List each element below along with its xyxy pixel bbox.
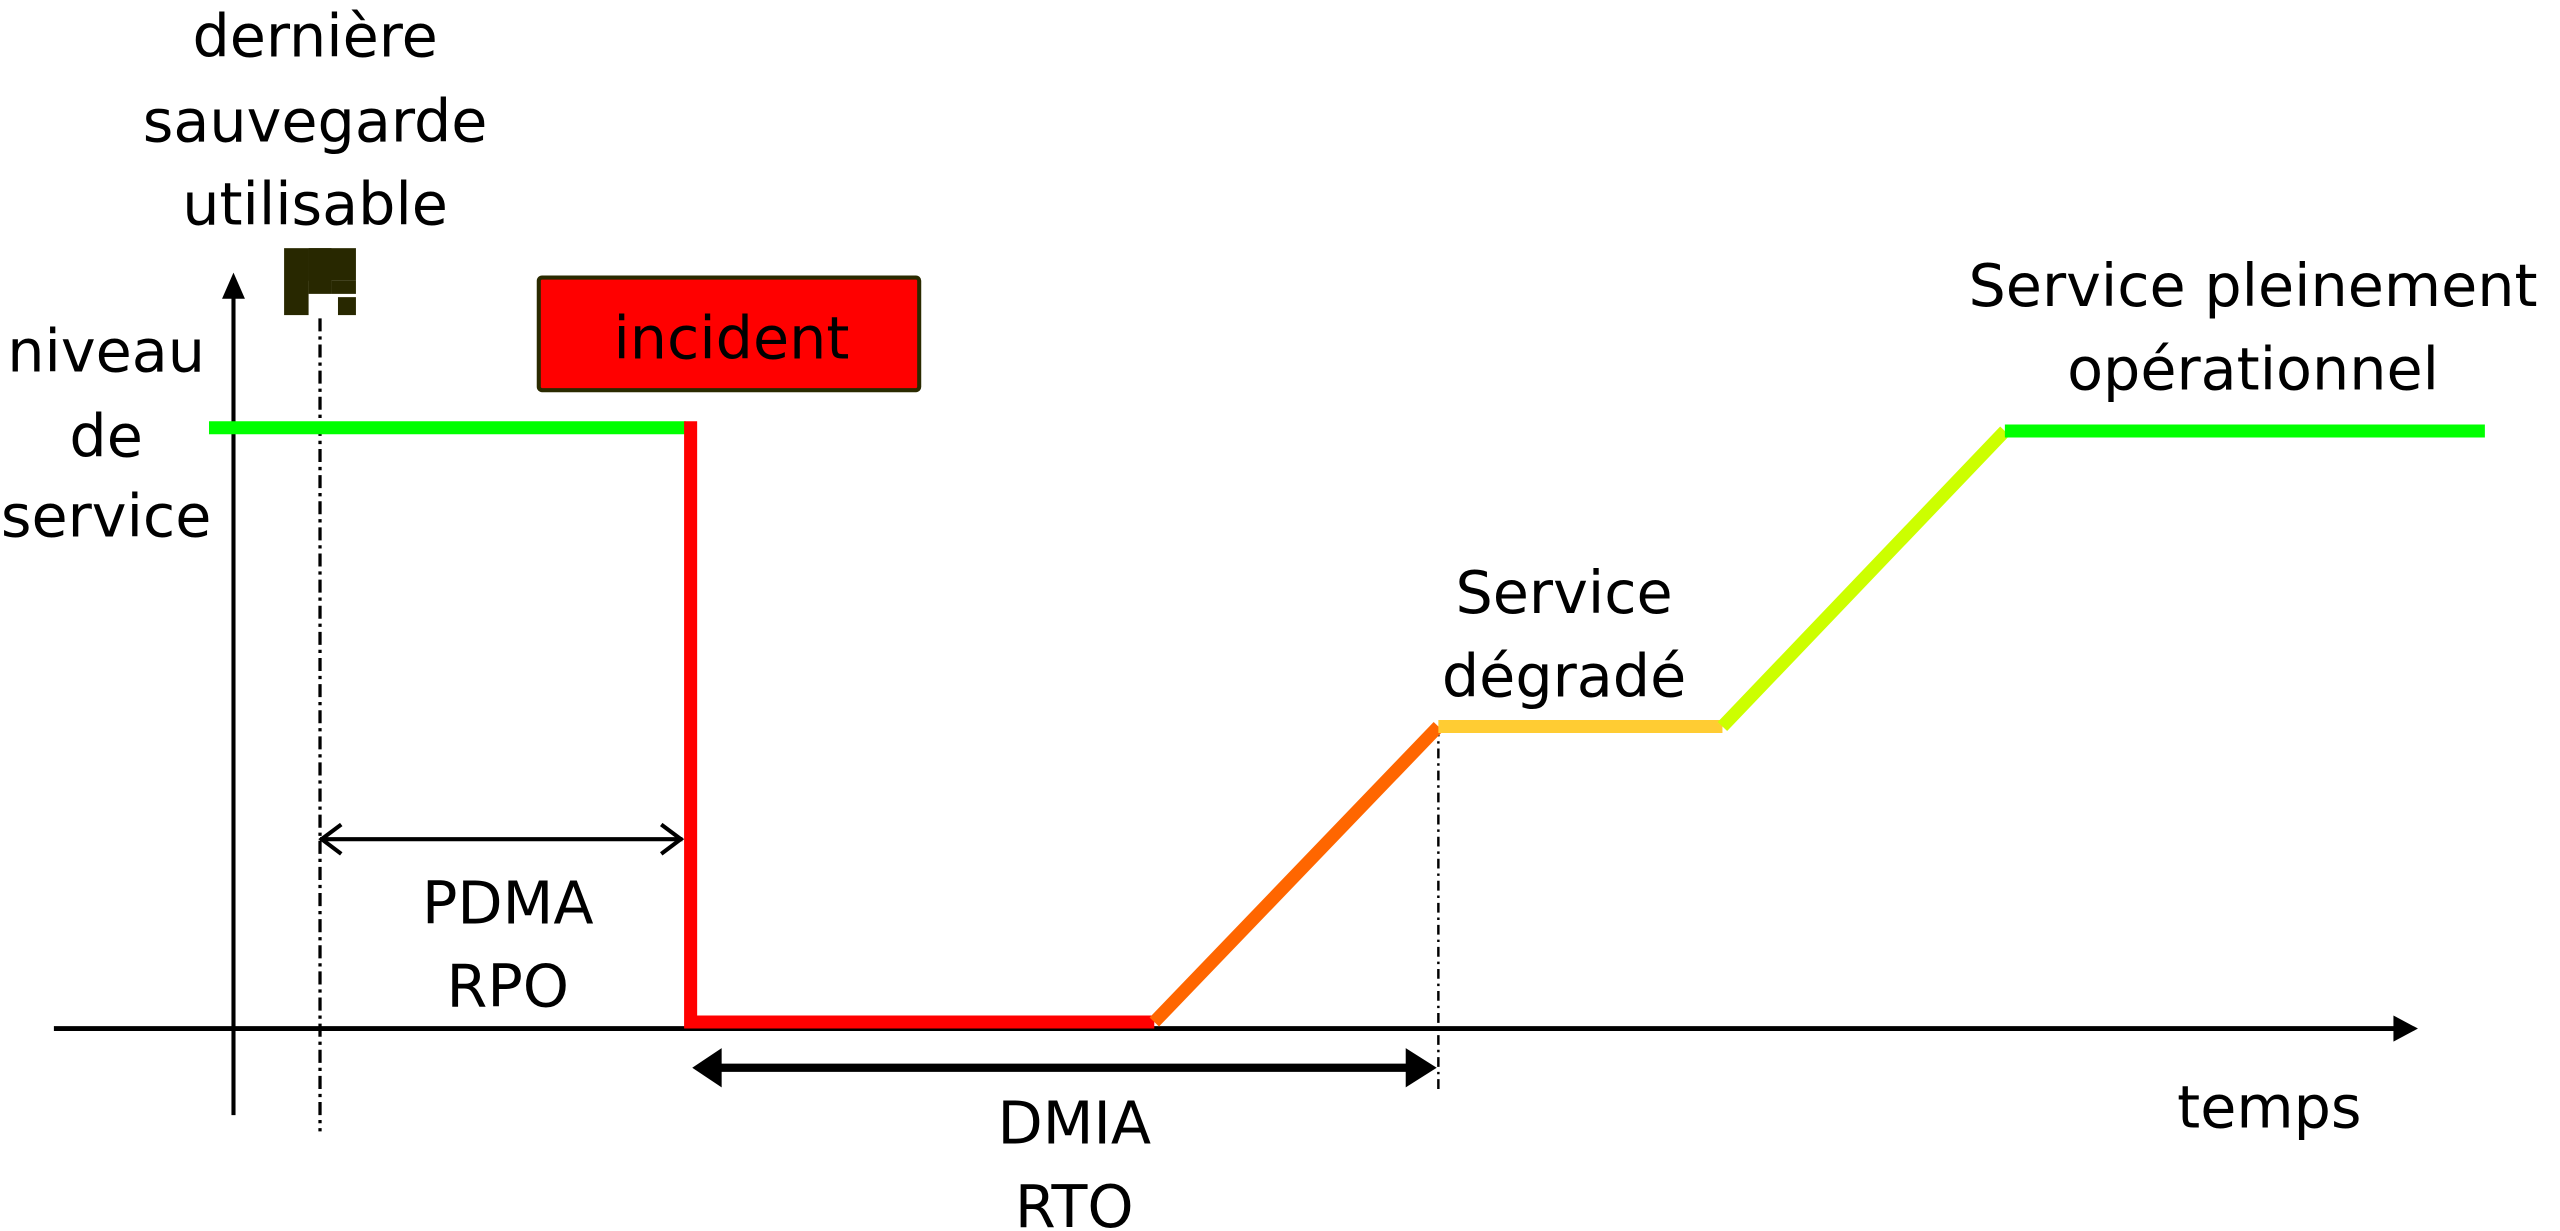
rpo-arrowhead-left [318, 822, 343, 856]
recovery-line [1149, 721, 1444, 1027]
y-axis-arrow [222, 272, 245, 299]
rto-label-1: DMIA [998, 1089, 1152, 1158]
degraded-service-label-1: Service [1455, 558, 1672, 627]
rto-arrowhead-left [692, 1048, 722, 1088]
incident-box [536, 275, 922, 393]
full-service-label-1: Service pleinement [1969, 251, 2538, 320]
rto-label-2: RTO [1015, 1172, 1134, 1231]
rpo-label-1: PDMA [422, 868, 594, 937]
degraded-service-label-2: dégradé [1442, 641, 1686, 710]
service-level-label-2: de [69, 401, 142, 470]
service-level-label-3: service [1, 481, 212, 550]
rpo-label-2: RPO [447, 952, 570, 1021]
last-backup-label-1: dernière [192, 1, 437, 70]
last-backup-label-2: sauvegarde [143, 86, 488, 155]
service-level-label-1: niveau [7, 317, 205, 386]
floppy-disk-icon [284, 248, 356, 316]
rto-arrowhead-right [1405, 1048, 1437, 1088]
last-backup-label-3: utilisable [182, 170, 448, 239]
x-axis-arrow [2393, 1015, 2418, 1042]
incident-drop-line [684, 421, 1155, 1029]
full-service-label-2: opérationnel [2067, 334, 2439, 403]
restoring-line [1717, 426, 2010, 732]
time-axis-label: temps [2177, 1072, 2361, 1141]
incident-label: incident [613, 303, 849, 372]
rpo-arrowhead-right [660, 822, 685, 856]
